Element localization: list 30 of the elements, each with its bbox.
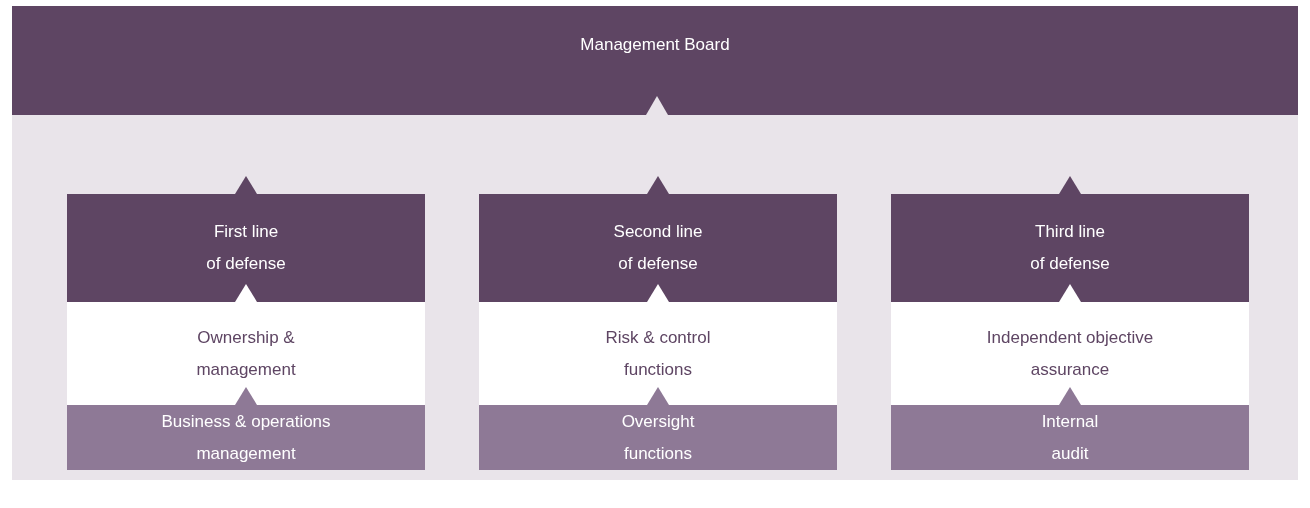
content-box <box>67 302 425 405</box>
node-label: Third line of defense <box>1029 221 1111 275</box>
node-label: First line of defense <box>205 221 287 275</box>
content-box <box>479 302 837 405</box>
node-label: Internal audit <box>1040 410 1100 465</box>
arrow-head <box>1059 176 1081 194</box>
arrow-head <box>235 176 257 194</box>
arrow-head <box>646 96 668 115</box>
node-label: Risk & control functions <box>604 326 712 381</box>
node-label: Oversight functions <box>620 410 696 465</box>
header-band <box>479 194 837 302</box>
arrow-head <box>235 387 257 405</box>
arrow-head <box>1059 387 1081 405</box>
arrow-head <box>1059 284 1081 302</box>
arrow-head <box>235 284 257 302</box>
node-label: Second line of defense <box>612 221 704 275</box>
footer-box <box>479 405 837 470</box>
node-label: Ownership & management <box>195 326 297 381</box>
header-band <box>891 194 1249 302</box>
node-label: Independent objective assurance <box>985 326 1155 381</box>
node-label: Business & operations management <box>160 410 332 465</box>
arrow-head <box>647 387 669 405</box>
content-box <box>891 302 1249 405</box>
node-label: Management Board <box>580 34 730 56</box>
header-band <box>67 194 425 302</box>
footer-box <box>891 405 1249 470</box>
header-band <box>12 6 1298 115</box>
arrow-head <box>647 176 669 194</box>
arrow-head <box>647 284 669 302</box>
footer-box <box>67 405 425 470</box>
